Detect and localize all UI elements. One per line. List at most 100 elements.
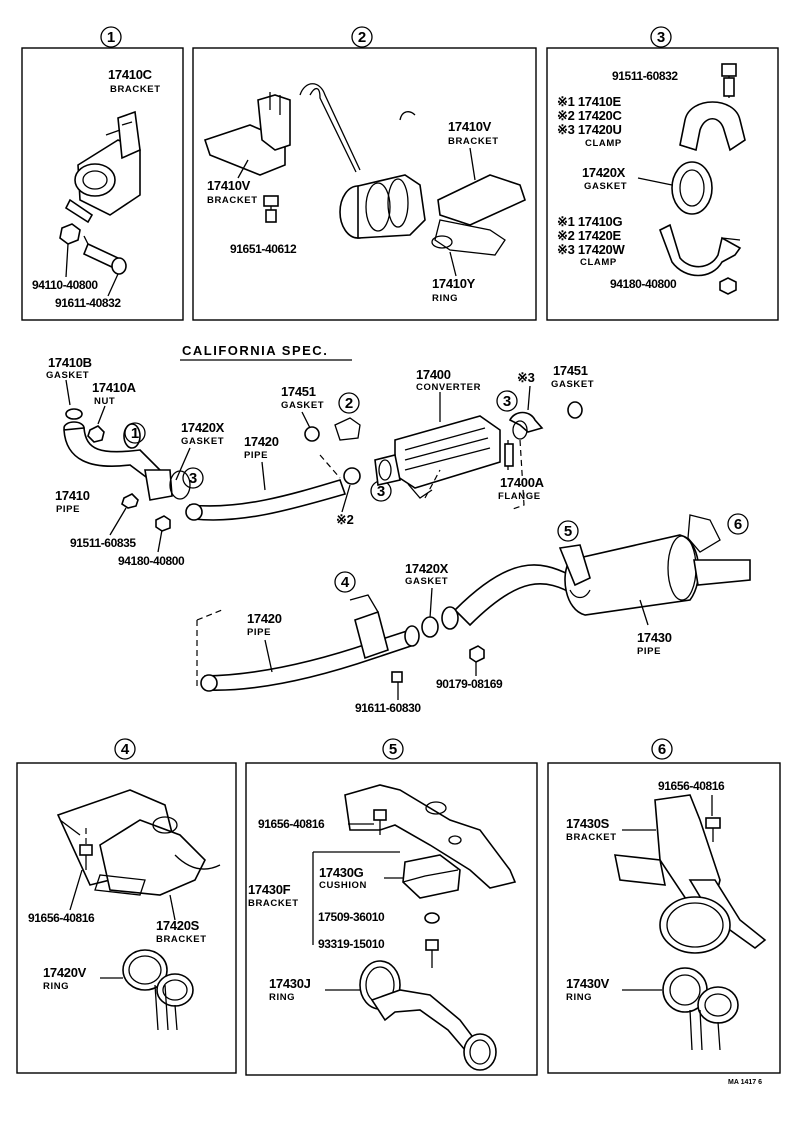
panel-1-drawing <box>59 110 141 275</box>
svg-text:5: 5 <box>564 523 572 540</box>
panel-5-frame <box>245 762 538 1076</box>
label-17410v-left: 17410V <box>207 178 251 193</box>
label-17420v-name: RING <box>43 981 69 992</box>
label-17420x-p3: 17420X <box>582 165 626 180</box>
label-17410v-left-name: BRACKET <box>207 195 258 206</box>
label-17400: 17400 <box>416 367 451 382</box>
label-17430f: 17430F <box>248 882 291 897</box>
intermediate-pipe-b <box>196 594 485 692</box>
catalytic-converter <box>374 415 501 499</box>
label-17410b: 17410B <box>48 355 92 370</box>
panel-5-washer <box>424 912 440 924</box>
label-17430v-name: RING <box>566 992 592 1003</box>
label-mark-3: ※3 <box>517 370 535 385</box>
label-17420s-name: BRACKET <box>156 934 207 945</box>
svg-text:6: 6 <box>734 516 742 533</box>
panel-2-drawing <box>203 83 526 256</box>
label-17420-b: 17420 <box>247 611 282 626</box>
label-91511-60835: 91511-60835 <box>70 536 136 550</box>
label-17451-a-name: GASKET <box>281 400 324 411</box>
intermediate-pipe-a <box>185 454 347 521</box>
label-17420x-a: 17420X <box>181 420 225 435</box>
panel-4-frame <box>16 762 237 1074</box>
panel-6-drawing <box>614 794 767 954</box>
panel-5-number: 5 <box>382 738 404 760</box>
label-17430j-name: RING <box>269 992 295 1003</box>
panel-3-number: 3 <box>650 26 672 48</box>
panel-4-ring <box>122 949 194 1031</box>
callout-6-main: 6 <box>727 513 749 535</box>
panel-1-frame <box>21 47 184 321</box>
label-17410a: 17410A <box>92 380 137 395</box>
label-17430s-name: BRACKET <box>566 832 617 843</box>
label-mark-2: ※2 <box>336 512 354 527</box>
label-17410y: 17410Y <box>432 276 476 291</box>
panel-5-cushion <box>402 854 461 899</box>
label-17430v: 17430V <box>566 976 610 991</box>
svg-text:1: 1 <box>107 29 115 46</box>
label-91611-60830: 91611-60830 <box>355 701 421 715</box>
panel-2-number: 2 <box>351 26 373 48</box>
label-17410: 17410 <box>55 488 90 503</box>
label-17451-b-name: GASKET <box>551 379 594 390</box>
label-17400a: 17400A <box>500 475 545 490</box>
panel-5-bolt2 <box>425 939 439 968</box>
svg-text:6: 6 <box>658 741 666 758</box>
callout-2-main: 2 <box>338 392 360 414</box>
label-17420x-p3-name: GASKET <box>584 181 627 192</box>
front-pipe-17410 <box>63 408 191 532</box>
svg-text:3: 3 <box>503 393 511 410</box>
label-17410v-right: 17410V <box>448 119 492 134</box>
california-spec-title: CALIFORNIA SPEC. <box>182 343 328 358</box>
svg-text:2: 2 <box>358 29 366 46</box>
panel-3-nut <box>719 277 737 295</box>
panel-5-ring <box>359 960 497 1071</box>
label-clamp-upper-2: ※2 17420C <box>557 108 622 123</box>
panel-4-number: 4 <box>114 738 136 760</box>
label-91656-40816-p4: 91656-40816 <box>28 911 95 925</box>
label-17430-name: PIPE <box>637 646 661 657</box>
label-91511-60832: 91511-60832 <box>612 69 678 83</box>
label-clamp-upper-name: CLAMP <box>585 138 622 149</box>
label-90179-08169: 90179-08169 <box>436 677 503 691</box>
callout-5-main: 5 <box>557 520 579 542</box>
panel-1-number: 1 <box>100 26 122 48</box>
label-17451-b: 17451 <box>553 363 588 378</box>
panel-6-number: 6 <box>651 738 673 760</box>
svg-text:5: 5 <box>389 741 397 758</box>
label-17410-name: PIPE <box>56 504 80 515</box>
label-94180-40800-p3: 94180-40800 <box>610 277 677 291</box>
panel-3-frame <box>546 47 779 321</box>
panel-3-lower-clamp <box>658 223 742 277</box>
label-17430f-name: BRACKET <box>248 898 299 909</box>
label-17420-a: 17420 <box>244 434 279 449</box>
label-91656-40816-p5: 91656-40816 <box>258 817 325 831</box>
svg-text:3: 3 <box>377 483 385 500</box>
svg-text:3: 3 <box>657 29 665 46</box>
panel-3-gasket <box>671 161 713 215</box>
panel-3-bolt <box>721 63 737 98</box>
label-17430: 17430 <box>637 630 672 645</box>
label-17420s: 17420S <box>156 918 200 933</box>
gasket-17451-a <box>304 426 320 442</box>
label-17451-a: 17451 <box>281 384 316 399</box>
label-17420x-b: 17420X <box>405 561 449 576</box>
svg-text:4: 4 <box>121 741 130 758</box>
label-17420-b-name: PIPE <box>247 627 271 638</box>
svg-text:4: 4 <box>341 574 350 591</box>
label-17410y-name: RING <box>432 293 458 304</box>
label-91611-40832: 91611-40832 <box>55 296 121 310</box>
label-17420v: 17420V <box>43 965 87 980</box>
label-17430s: 17430S <box>566 816 610 831</box>
label-17420x-a-name: GASKET <box>181 436 224 447</box>
panel-4-drawing <box>56 789 221 896</box>
label-17410c-name: BRACKET <box>110 84 161 95</box>
label-17430j: 17430J <box>269 976 311 991</box>
flange-clamp <box>508 411 544 433</box>
label-17420x-b-name: GASKET <box>405 576 448 587</box>
panel-5-drawing <box>344 784 517 889</box>
label-91656-40816-p6: 91656-40816 <box>658 779 725 793</box>
label-clamp-lower-3: ※3 17420W <box>557 242 625 257</box>
callout-3c: 3 <box>496 390 518 412</box>
